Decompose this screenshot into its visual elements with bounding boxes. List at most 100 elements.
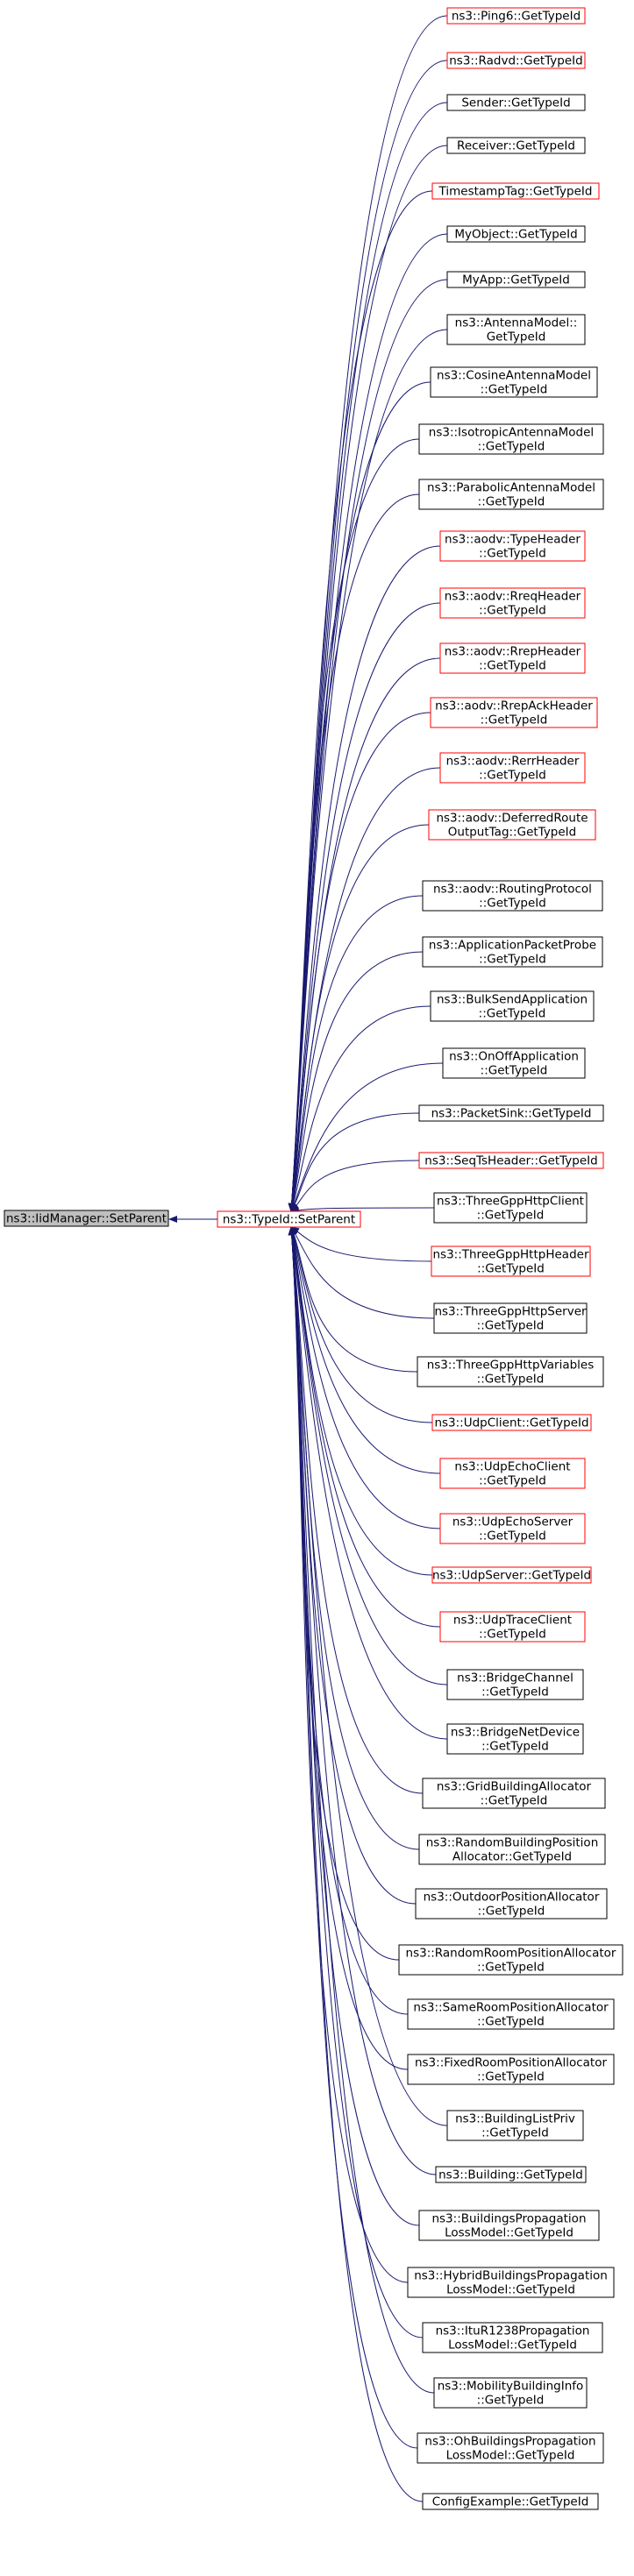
call-edge: [288, 1226, 435, 2394]
caller-node[interactable]: ns3::aodv::RrepHeader::GetTypeId: [439, 642, 586, 674]
caller-node-box: [431, 1245, 591, 1277]
caller-node[interactable]: ns3::ApplicationPacketProbe::GetTypeId: [422, 936, 603, 968]
caller-node-label: ns3::aodv::RrepHeader: [445, 645, 581, 659]
caller-node[interactable]: ns3::CosineAntennaModel::GetTypeId: [430, 366, 598, 398]
caller-node[interactable]: ns3::BuildingsPropagationLossModel::GetT…: [418, 2210, 600, 2241]
caller-node[interactable]: ns3::OhBuildingsPropagationLossModel::Ge…: [417, 2432, 604, 2464]
caller-node[interactable]: Receiver::GetTypeId: [446, 137, 586, 154]
caller-node-label: ns3::UdpClient::GetTypeId: [434, 1416, 588, 1430]
caller-node-label: ::GetTypeId: [479, 547, 546, 561]
call-edge: [289, 824, 430, 1212]
caller-node-label: ns3::GridBuildingAllocator: [437, 1780, 592, 1794]
caller-node[interactable]: ns3::Ping6::GetTypeId: [446, 7, 586, 25]
caller-node[interactable]: ns3::BulkSendApplication::GetTypeId: [430, 990, 595, 1022]
caller-node[interactable]: ns3::Radvd::GetTypeId: [446, 52, 586, 69]
caller-node[interactable]: ns3::RandomRoomPositionAllocator::GetTyp…: [398, 1944, 623, 1976]
caller-node[interactable]: ns3::UdpEchoClient::GetTypeId: [439, 1458, 586, 1489]
caller-node-label: ns3::aodv::RreqHeader: [445, 590, 581, 604]
caller-node[interactable]: ns3::OnOffApplication::GetTypeId: [442, 1047, 586, 1079]
caller-node[interactable]: ns3::ItuR1238PropagationLossModel::GetTy…: [422, 2322, 603, 2353]
caller-node[interactable]: ns3::aodv::RoutingProtocol::GetTypeId: [422, 880, 603, 912]
caller-node[interactable]: ns3::RandomBuildingPositionAllocator::Ge…: [418, 1834, 606, 1865]
caller-node[interactable]: MyApp::GetTypeId: [446, 271, 586, 288]
caller-node[interactable]: MyObject::GetTypeId: [446, 225, 586, 243]
caller-node[interactable]: ns3::UdpEchoServer::GetTypeId: [439, 1513, 586, 1544]
caller-node-label: ns3::CosineAntennaModel: [437, 369, 591, 383]
caller-node-box: [433, 1192, 588, 1224]
hub-node[interactable]: ns3::TypeId::SetParent: [217, 1210, 361, 1228]
caller-node[interactable]: ns3::aodv::DeferredRouteOutputTag::GetTy…: [428, 809, 596, 841]
caller-node-box: [422, 2493, 599, 2510]
call-edge: [288, 1226, 424, 2338]
caller-node-box: [431, 182, 600, 200]
caller-node[interactable]: ns3::BuildingListPriv::GetTypeId: [446, 2110, 584, 2141]
caller-node-label: ::GetTypeId: [478, 495, 545, 509]
call-edge: [289, 1226, 441, 1628]
caller-node[interactable]: ConfigExample::GetTypeId: [422, 2493, 599, 2510]
caller-node-label: ns3::aodv::RrepAckHeader: [435, 699, 593, 713]
caller-node[interactable]: ns3::UdpTraceClient::GetTypeId: [439, 1611, 586, 1643]
caller-node[interactable]: ns3::OutdoorPositionAllocator::GetTypeId: [415, 1888, 608, 1920]
call-edge: [290, 1062, 444, 1212]
caller-node[interactable]: ns3::ThreeGppHttpVariables::GetTypeId: [417, 1356, 604, 1387]
call-edge: [289, 951, 424, 1212]
caller-node-label: ::GetTypeId: [481, 1794, 548, 1808]
caller-node[interactable]: ns3::PacketSink::GetTypeId: [418, 1104, 604, 1122]
caller-node[interactable]: TimestampTag::GetTypeId: [431, 182, 600, 200]
caller-node-label: ns3::ApplicationPacketProbe: [429, 939, 596, 953]
caller-node[interactable]: ns3::aodv::TypeHeader::GetTypeId: [439, 530, 586, 562]
caller-node-label: ns3::ItuR1238Propagation: [436, 2324, 590, 2338]
caller-node[interactable]: ns3::SeqTsHeader::GetTypeId: [418, 1152, 604, 1169]
caller-node[interactable]: ns3::MobilityBuildingInfo::GetTypeId: [433, 2377, 588, 2409]
caller-node-label: GetTypeId: [487, 330, 546, 344]
caller-node[interactable]: ns3::UdpClient::GetTypeId: [431, 1414, 592, 1431]
caller-node[interactable]: ns3::aodv::RrepAckHeader::GetTypeId: [430, 697, 598, 728]
caller-node-box: [431, 1566, 592, 1584]
caller-node[interactable]: ns3::HybridBuildingsPropagationLossModel…: [407, 2267, 615, 2298]
caller-node-label: ::GetTypeId: [477, 2015, 545, 2029]
caller-node-box: [446, 314, 586, 345]
caller-node-label: ns3::aodv::RerrHeader: [446, 755, 580, 769]
call-edge: [289, 895, 424, 1212]
caller-node[interactable]: ns3::FixedRoomPositionAllocator::GetType…: [407, 2054, 615, 2085]
caller-node[interactable]: ns3::ThreeGppHttpServer::GetTypeId: [433, 1302, 588, 1334]
caller-node-box: [422, 1778, 606, 1809]
caller-node-label: Sender::GetTypeId: [461, 96, 570, 110]
call-edge: [288, 1226, 420, 1850]
caller-node[interactable]: ns3::IsotropicAntennaModel::GetTypeId: [418, 423, 604, 455]
caller-node[interactable]: ns3::GridBuildingAllocator::GetTypeId: [422, 1778, 606, 1809]
caller-node[interactable]: ns3::aodv::RerrHeader::GetTypeId: [439, 752, 586, 784]
caller-node[interactable]: ns3::aodv::RreqHeader::GetTypeId: [439, 587, 586, 619]
caller-node-box: [418, 423, 604, 455]
caller-node-box: [439, 1513, 586, 1544]
caller-node[interactable]: ns3::BridgeChannel::GetTypeId: [446, 1669, 584, 1700]
caller-node-label: ns3::MobilityBuildingInfo: [438, 2380, 584, 2394]
caller-node-label: LossModel::GetTypeId: [446, 2283, 575, 2297]
call-edge: [288, 233, 448, 1212]
caller-node-label: ns3::Radvd::GetTypeId: [449, 54, 582, 68]
caller-node-label: ns3::BuildingsPropagation: [431, 2212, 586, 2226]
caller-node-label: ::GetTypeId: [479, 897, 546, 911]
root-node[interactable]: ns3::IidManager::SetParent: [4, 1210, 169, 1227]
caller-node[interactable]: ns3::BridgeNetDevice::GetTypeId: [446, 1723, 584, 1755]
caller-node-box: [439, 642, 586, 674]
caller-node-label: ns3::Ping6::GetTypeId: [452, 10, 581, 24]
caller-node-box: [418, 2210, 600, 2241]
caller-node-label: ::GetTypeId: [481, 1064, 548, 1078]
caller-node-label: ns3::HybridBuildingsPropagation: [414, 2269, 608, 2283]
call-edge: [289, 1226, 424, 1794]
caller-node[interactable]: ns3::AntennaModel::GetTypeId: [446, 314, 586, 345]
caller-node[interactable]: ns3::ParabolicAntennaModel::GetTypeId: [418, 479, 604, 510]
caller-node-label: ns3::ThreeGppHttpVariables: [427, 1359, 595, 1373]
caller-node[interactable]: ns3::UdpServer::GetTypeId: [431, 1566, 592, 1584]
caller-node[interactable]: ns3::SameRoomPositionAllocator::GetTypeI…: [407, 1998, 615, 2030]
caller-node[interactable]: Sender::GetTypeId: [446, 94, 586, 111]
caller-node-label: ::GetTypeId: [479, 659, 546, 673]
caller-node[interactable]: ns3::ThreeGppHttpHeader::GetTypeId: [431, 1245, 591, 1277]
caller-node[interactable]: ns3::ThreeGppHttpClient::GetTypeId: [433, 1192, 588, 1224]
call-edge: [288, 1226, 409, 2283]
call-edge: [288, 381, 431, 1212]
caller-node-box: [407, 2267, 615, 2298]
caller-node[interactable]: ns3::Building::GetTypeId: [435, 2166, 587, 2183]
caller-node-label: ns3::ThreeGppHttpHeader: [432, 1248, 588, 1262]
